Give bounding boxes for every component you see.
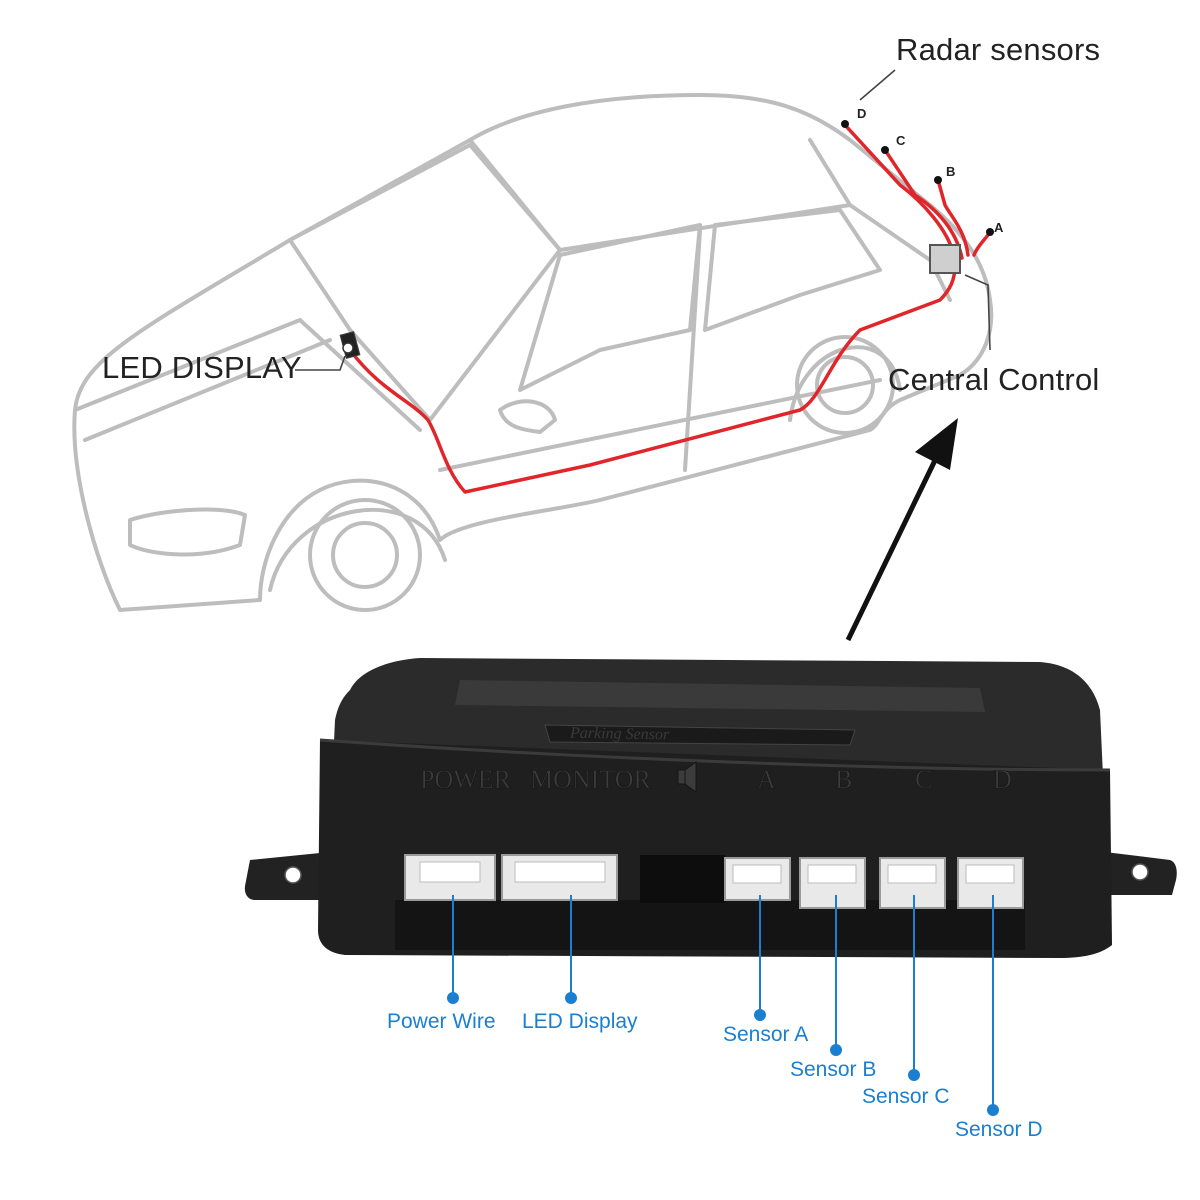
- car-front-window: [518, 223, 702, 392]
- car-letter-b: B: [946, 164, 955, 179]
- speaker-icon: [677, 761, 697, 793]
- callout-sensor-a: Sensor A: [723, 1023, 809, 1046]
- panel-text-c: C: [915, 765, 932, 794]
- car-hood-crease: [83, 338, 332, 442]
- car-letter-c: C: [896, 133, 906, 148]
- sensor-dot-d: [841, 120, 849, 128]
- leader-central: [964, 274, 991, 351]
- leader-radar: [859, 69, 896, 101]
- car-hood-line: [73, 318, 422, 432]
- label-led-display: LED DISPLAY: [102, 350, 302, 385]
- callout-sensor-c: Sensor C: [862, 1085, 950, 1108]
- callout-sensor-d: Sensor D: [955, 1118, 1043, 1141]
- leader-led: [295, 355, 346, 371]
- wire-display-to-control: [348, 263, 957, 494]
- panel-text-power: POWER: [420, 765, 512, 794]
- callout-dot-c: [908, 1069, 920, 1081]
- car-roof-line: [468, 138, 852, 252]
- pointer-arrow: [845, 418, 958, 642]
- car-letter-a: A: [994, 220, 1004, 235]
- label-radar-sensors: Radar sensors: [896, 32, 1101, 67]
- control-box-body: [244, 658, 1177, 958]
- callout-dot-a: [754, 1009, 766, 1021]
- car-mirror: [498, 399, 557, 434]
- car-door-line: [683, 228, 702, 472]
- callout-sensor-b: Sensor B: [790, 1058, 877, 1081]
- callout-power-wire: Power Wire: [387, 1010, 496, 1033]
- car-front-wheel-arch: [268, 507, 447, 592]
- panel-text-d: D: [993, 765, 1012, 794]
- callout-dot-power: [447, 992, 459, 1004]
- car-windshield: [288, 143, 562, 422]
- callout-dot-d: [987, 1104, 999, 1116]
- callout-led-display: LED Display: [522, 1010, 638, 1033]
- panel-text-monitor: MONITOR: [530, 765, 652, 794]
- car-rear-window: [703, 208, 882, 332]
- car-front-wheel: [308, 498, 422, 612]
- sensor-dot-c: [881, 146, 889, 154]
- car-letter-d: D: [857, 106, 866, 121]
- wire-to-sensor-b: [936, 178, 970, 257]
- car-control-unit: [929, 244, 961, 274]
- sensor-dot-b: [934, 176, 942, 184]
- callout-dot-b: [830, 1044, 842, 1056]
- panel-text-b: B: [835, 765, 852, 794]
- car-headlight: [128, 507, 247, 557]
- car-rear-wheel: [795, 335, 895, 435]
- panel-top-label: Parking Sensor: [569, 725, 670, 744]
- car-door-bottom: [438, 378, 882, 472]
- wire-to-sensor-a: [972, 230, 992, 257]
- callout-dot-led: [565, 992, 577, 1004]
- panel-text-a: A: [757, 765, 776, 794]
- sensor-dot-a: [986, 228, 994, 236]
- label-central-control: Central Control: [888, 362, 1100, 397]
